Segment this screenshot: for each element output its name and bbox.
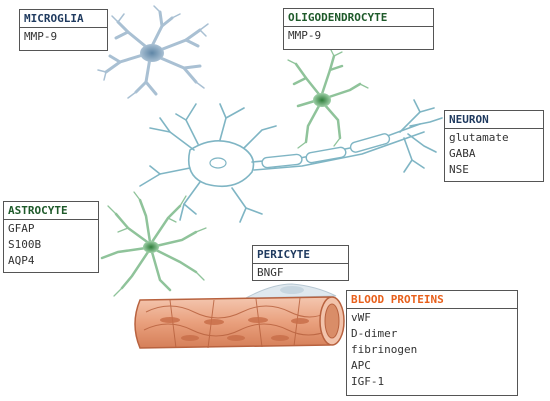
blood-proteins-item: IGF-1 [351, 375, 385, 388]
neuron-title: NEURON [445, 111, 543, 129]
microglia-title: MICROGLIA [20, 10, 107, 28]
astrocyte-label-box: ASTROCYTE GFAP S100B AQP4 [3, 201, 99, 273]
astrocyte-title: ASTROCYTE [4, 202, 98, 220]
astrocyte-item: AQP4 [8, 254, 35, 267]
neuron-item: NSE [449, 163, 469, 176]
neuron-label-box: NEURON glutamate GABA NSE [444, 110, 544, 182]
microglia-item: MMP-9 [24, 30, 58, 43]
astrocyte-cell-icon [100, 191, 207, 297]
neuron-item: GABA [449, 147, 476, 160]
pericyte-title: PERICYTE [253, 246, 348, 264]
neuron-cell-icon [139, 99, 443, 223]
blood-proteins-label-box: BLOOD PROTEINS vWF D-dimer fibrinogen AP… [346, 290, 518, 396]
pericyte-cell-icon [245, 283, 337, 299]
blood-proteins-title: BLOOD PROTEINS [347, 291, 517, 309]
oligodendrocyte-title: OLIGODENDROCYTE [284, 9, 433, 27]
blood-proteins-item: fibrinogen [351, 343, 418, 356]
neuron-item: glutamate [449, 131, 509, 144]
pericyte-item: BNGF [257, 266, 284, 279]
blood-proteins-item: vWF [351, 311, 371, 324]
microglia-label-box: MICROGLIA MMP-9 [19, 9, 108, 51]
oligodendrocyte-cell-icon [287, 47, 369, 149]
oligodendrocyte-label-box: OLIGODENDROCYTE MMP-9 [283, 8, 434, 50]
blood-proteins-item: APC [351, 359, 371, 372]
astrocyte-item: GFAP [8, 222, 35, 235]
microglia-cell-icon [97, 5, 209, 99]
astrocyte-item: S100B [8, 238, 42, 251]
pericyte-label-box: PERICYTE BNGF [252, 245, 349, 281]
blood-proteins-item: D-dimer [351, 327, 398, 340]
oligodendrocyte-item: MMP-9 [288, 29, 322, 42]
blood-vessel-icon [134, 296, 345, 349]
